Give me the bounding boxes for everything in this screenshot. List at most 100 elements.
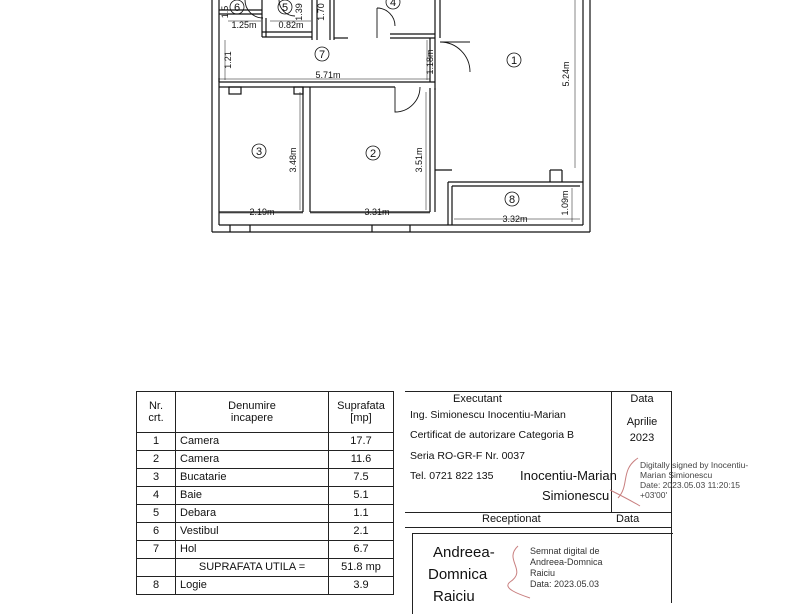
executant-title: Executant [453, 393, 502, 405]
header-text: Suprafata [337, 400, 385, 412]
table-header-row: Nr. crt. Denumire incapere Suprafata [mp… [136, 391, 394, 433]
row-area: 17.7 [328, 432, 394, 451]
total-label: SUPRAFATA UTILA = [175, 558, 329, 577]
receptionat-name: Raiciu [433, 588, 475, 605]
row-nr: 6 [136, 522, 176, 541]
row-nr: 5 [136, 504, 176, 523]
row-nr: 4 [136, 486, 176, 505]
executant-series: Seria RO-GR-F Nr. 0037 [410, 450, 525, 462]
room-number-6: 6 [234, 2, 240, 14]
dim-label: 3.32m [502, 214, 527, 224]
header-text: Denumire [228, 400, 276, 412]
table-row: 1 Camera 17.7 [136, 432, 394, 451]
row-area: 6.7 [328, 540, 394, 559]
dim-label: 0.82m [278, 20, 303, 30]
digital-signature-stamp: Digitally signed by Inocentiu- Marian Si… [640, 460, 748, 500]
receptionat-signature-scribble [507, 545, 531, 599]
executant-block: Executant Ing. Simionescu Inocentiu-Mari… [405, 391, 672, 513]
table-row: 3 Bucatarie 7.5 [136, 468, 394, 487]
room-number-2: 2 [370, 148, 376, 160]
dim-label: 1.70 [316, 3, 326, 21]
date-label: Data [630, 393, 654, 405]
table-row: 8 Logie 3.9 [136, 576, 394, 595]
stamp-line: Semnat digital de [530, 546, 600, 556]
receptionat-signature-box: Andreea- Domnica Raiciu Semnat digital d… [412, 533, 673, 614]
dim-label: 1.21 [223, 51, 233, 69]
dim-label: 5.24m [561, 61, 571, 86]
row-nr: 1 [136, 432, 176, 451]
dim-label: 1.39 [294, 3, 304, 21]
stamp-line: Raiciu [530, 568, 556, 578]
room-number-7: 7 [319, 49, 325, 61]
dim-label: 3.31m [364, 207, 389, 217]
header-text: Nr. [148, 400, 164, 412]
row-name: Vestibul [175, 522, 329, 541]
header-nr: Nr. crt. [136, 391, 176, 433]
dim-label: 1.09m [560, 190, 570, 215]
dim-label: 2.19m [249, 207, 274, 217]
date-month: Aprilie [626, 416, 658, 428]
total-blank [136, 558, 176, 577]
receptionat-name: Domnica [428, 566, 488, 583]
total-value: 51.8 mp [328, 558, 394, 577]
row-area: 11.6 [328, 450, 394, 469]
signature-scribble [609, 457, 641, 507]
room-number-8: 8 [509, 194, 515, 206]
stamp-line: Digitally signed by Inocentiu- [640, 460, 749, 470]
executant-phone: Tel. 0721 822 135 [410, 470, 494, 482]
dim-label: 3.51m [414, 147, 424, 172]
dim-label: 1.18m [425, 49, 435, 74]
rooms-table: Nr. crt. Denumire incapere Suprafata [mp… [136, 391, 394, 595]
stamp-line: Date: 2023.05.03 11:20:15 [640, 480, 741, 490]
header-name: Denumire incapere [175, 391, 329, 433]
row-name: Camera [175, 450, 329, 469]
stamp-line: Data: 2023.05.03 [530, 579, 600, 589]
table-row: 4 Baie 5.1 [136, 486, 394, 505]
table-row: 5 Debara 1.1 [136, 504, 394, 523]
header-area: Suprafata [mp] [328, 391, 394, 433]
executant-signature-name: Inocentiu-Marian [520, 468, 617, 483]
row-nr: 7 [136, 540, 176, 559]
table-row: 7 Hol 6.7 [136, 540, 394, 559]
executant-name: Ing. Simionescu Inocentiu-Marian [410, 409, 566, 421]
row-name: Logie [175, 576, 329, 595]
title-block: Nr. crt. Denumire incapere Suprafata [mp… [0, 380, 800, 614]
dim-label: 1.5 [220, 6, 230, 19]
header-text: crt. [148, 412, 164, 424]
receptionat-title: Receptionat [482, 513, 541, 525]
table-row: 6 Vestibul 2.1 [136, 522, 394, 541]
dim-label: 1.25m [231, 20, 256, 30]
stamp-line: Andreea-Domnica [530, 557, 603, 567]
row-name: Hol [175, 540, 329, 559]
table-row: 2 Camera 11.6 [136, 450, 394, 469]
stamp-line: +03'00' [640, 490, 668, 500]
receptionat-header: Receptionat Data [405, 513, 672, 528]
row-nr: 8 [136, 576, 176, 595]
row-name: Baie [175, 486, 329, 505]
room-number-5: 5 [282, 2, 288, 14]
total-row: SUPRAFATA UTILA = 51.8 mp [136, 558, 394, 577]
receptionat-date-label: Data [616, 513, 640, 525]
row-area: 1.1 [328, 504, 394, 523]
row-nr: 3 [136, 468, 176, 487]
row-area: 2.1 [328, 522, 394, 541]
row-name: Camera [175, 432, 329, 451]
dim-label: 5.71m [315, 70, 340, 80]
row-area: 7.5 [328, 468, 394, 487]
date-year: 2023 [629, 432, 655, 444]
row-area: 5.1 [328, 486, 394, 505]
room-number-4: 4 [390, 0, 396, 9]
room-number-1: 1 [511, 55, 517, 67]
stamp-line: Marian Simionescu [640, 470, 713, 480]
header-text: [mp] [350, 412, 372, 424]
floor-plan: 1 2 3 4 5 6 7 8 1.25m 0.82m 1.5 1.39 1.7… [211, 0, 591, 233]
receptionat-name: Andreea- [433, 544, 495, 561]
header-text: incapere [230, 412, 274, 424]
dim-label: 3.48m [288, 147, 298, 172]
room-number-3: 3 [256, 146, 262, 158]
receptionat-block: Receptionat Data Andreea- Domnica Raiciu… [405, 513, 673, 614]
row-area: 3.9 [328, 576, 394, 595]
executant-certificate: Certificat de autorizare Categoria B [410, 429, 574, 441]
row-name: Bucatarie [175, 468, 329, 487]
row-nr: 2 [136, 450, 176, 469]
